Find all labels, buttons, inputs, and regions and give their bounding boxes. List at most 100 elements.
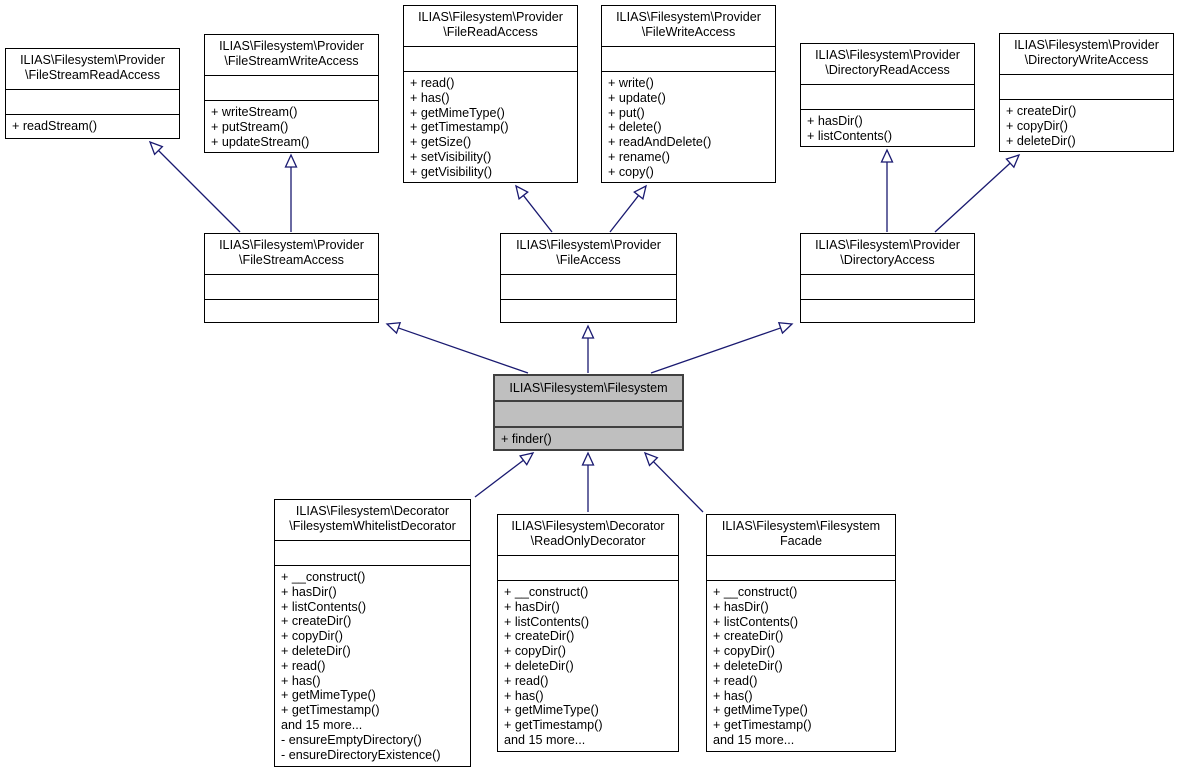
- class-title: ILIAS\Filesystem\Provider \DirectoryAcce…: [801, 234, 974, 275]
- class-operation: + has(): [713, 688, 753, 703]
- class-operation: + setVisibility(): [410, 149, 492, 164]
- class-operation: + hasDir(): [504, 599, 560, 614]
- class-operation: + __construct(): [713, 585, 798, 599]
- hollow-triangle-arrowhead-icon: [581, 451, 595, 466]
- class-operation: + getTimestamp(): [410, 120, 509, 135]
- class-operation: + readAndDelete(): [608, 135, 712, 150]
- class-operation: + copyDir(): [713, 644, 775, 659]
- hollow-triangle-arrowhead-icon: [581, 324, 595, 339]
- class-operation: + hasDir(): [713, 599, 769, 614]
- inheritance-edge-filesystem-to-filestreamaccess: [385, 322, 529, 374]
- class-operation: + getVisibility(): [410, 164, 493, 179]
- class-operation: + read(): [713, 673, 758, 688]
- class-attributes-compartment: [501, 275, 676, 300]
- class-title: ILIAS\Filesystem\Provider \FileStreamAcc…: [205, 234, 378, 275]
- class-operation: and 15 more...: [713, 732, 795, 747]
- class-operation: + has(): [281, 673, 321, 688]
- class-node-directory-access[interactable]: ILIAS\Filesystem\Provider \DirectoryAcce…: [800, 233, 975, 323]
- class-operations-compartment: + writeStream()+ putStream()+ updateStre…: [205, 101, 378, 154]
- inheritance-edge-facade-to-filesystem: [643, 451, 704, 513]
- hollow-triangle-arrowhead-icon: [518, 452, 535, 466]
- class-title: ILIAS\Filesystem\Decorator \ReadOnlyDeco…: [498, 515, 678, 556]
- class-attributes-compartment: [1000, 75, 1173, 100]
- class-operation: - ensureEmptyDirectory(): [281, 732, 422, 747]
- inheritance-edge-readonlydecorator-to-filesystem: [581, 451, 595, 512]
- class-node-directory-read-access[interactable]: ILIAS\Filesystem\Provider \DirectoryRead…: [800, 43, 975, 147]
- class-node-file-read-access[interactable]: ILIAS\Filesystem\Provider \FileReadAcces…: [403, 5, 578, 183]
- class-attributes-compartment: [801, 275, 974, 300]
- class-operation: + deleteDir(): [281, 643, 351, 658]
- inheritance-edge-filesystem-to-directoryaccess: [650, 322, 794, 374]
- class-title: ILIAS\Filesystem\Provider \DirectoryWrit…: [1000, 34, 1173, 75]
- edge-line: [158, 150, 241, 233]
- class-operations-compartment: [801, 300, 974, 319]
- class-attributes-compartment: [404, 47, 577, 72]
- hollow-triangle-arrowhead-icon: [148, 140, 164, 156]
- class-operation: + delete(): [608, 120, 662, 135]
- inheritance-edge-fileaccess-to-filereadaccess: [515, 184, 553, 233]
- class-node-filesystem[interactable]: ILIAS\Filesystem\Filesystem+ finder(): [493, 374, 684, 451]
- inheritance-edge-fileaccess-to-filewriteaccess: [609, 184, 647, 233]
- class-operation: + copy(): [608, 164, 654, 179]
- hollow-triangle-arrowhead-icon: [643, 451, 659, 467]
- class-title: ILIAS\Filesystem\Provider \FileStreamRea…: [6, 49, 179, 90]
- inheritance-edge-directoryaccess-to-directoryreadaccess: [880, 148, 894, 232]
- class-operation: + getMimeType(): [713, 703, 808, 718]
- class-title: ILIAS\Filesystem\Filesystem: [495, 376, 682, 402]
- class-node-filesystem-facade[interactable]: ILIAS\Filesystem\Filesystem Facade+ __co…: [706, 514, 896, 752]
- hollow-triangle-arrowhead-icon: [284, 153, 298, 168]
- class-operations-compartment: + createDir()+ copyDir()+ deleteDir(): [1000, 100, 1173, 153]
- edge-line: [398, 327, 529, 374]
- inheritance-edge-filestreamaccess-to-filestreamreadaccess: [148, 140, 241, 233]
- class-operations-compartment: + read()+ has()+ getMimeType()+ getTimes…: [404, 72, 577, 185]
- class-attributes-compartment: [602, 47, 775, 72]
- class-title: ILIAS\Filesystem\Decorator \FilesystemWh…: [275, 500, 470, 541]
- class-operations-compartment: + __construct()+ hasDir()+ listContents(…: [275, 566, 470, 767]
- class-operation: + listContents(): [807, 128, 893, 143]
- class-node-file-stream-access[interactable]: ILIAS\Filesystem\Provider \FileStreamAcc…: [204, 233, 379, 323]
- edge-line: [934, 162, 1011, 233]
- class-operation: + createDir(): [713, 629, 784, 644]
- class-operation: + has(): [410, 90, 450, 105]
- inheritance-edge-directoryaccess-to-directorywriteaccess: [934, 153, 1021, 233]
- class-node-file-access[interactable]: ILIAS\Filesystem\Provider \FileAccess: [500, 233, 677, 323]
- inheritance-edge-filestreamaccess-to-filestreamwriteaccess: [284, 153, 298, 232]
- class-operation: + putStream(): [211, 119, 289, 134]
- class-attributes-compartment: [707, 556, 895, 581]
- edge-line: [609, 195, 640, 233]
- class-attributes-compartment: [495, 402, 682, 428]
- hollow-triangle-arrowhead-icon: [515, 184, 529, 200]
- class-operation: and 15 more...: [504, 732, 586, 747]
- class-operation: + createDir(): [281, 614, 352, 629]
- class-operation: + update(): [608, 90, 666, 105]
- class-title: ILIAS\Filesystem\Provider \FileStreamWri…: [205, 35, 378, 76]
- class-attributes-compartment: [6, 90, 179, 115]
- class-node-directory-write-access[interactable]: ILIAS\Filesystem\Provider \DirectoryWrit…: [999, 33, 1174, 152]
- class-operation: + getMimeType(): [504, 703, 599, 718]
- hollow-triangle-arrowhead-icon: [385, 322, 402, 335]
- class-node-filesystem-whitelist-decorator[interactable]: ILIAS\Filesystem\Decorator \FilesystemWh…: [274, 499, 471, 767]
- inheritance-edge-whitelistdecorator-to-filesystem: [474, 452, 535, 498]
- class-operation: and 15 more...: [281, 717, 363, 732]
- class-operations-compartment: + readStream(): [6, 115, 179, 139]
- class-node-file-write-access[interactable]: ILIAS\Filesystem\Provider \FileWriteAcce…: [601, 5, 776, 183]
- class-operation: + getSize(): [410, 135, 472, 150]
- class-operation: + __construct(): [281, 570, 366, 584]
- hollow-triangle-arrowhead-icon: [777, 322, 794, 335]
- class-node-file-stream-write-access[interactable]: ILIAS\Filesystem\Provider \FileStreamWri…: [204, 34, 379, 153]
- edge-line: [650, 327, 781, 374]
- class-operations-compartment: + __construct()+ hasDir()+ listContents(…: [498, 581, 678, 753]
- class-operation: + listContents(): [504, 614, 590, 629]
- hollow-triangle-arrowhead-icon: [633, 184, 647, 200]
- class-operation: + getTimestamp(): [281, 703, 380, 718]
- class-operation: + rename(): [608, 149, 670, 164]
- class-node-read-only-decorator[interactable]: ILIAS\Filesystem\Decorator \ReadOnlyDeco…: [497, 514, 679, 752]
- class-operation: + read(): [410, 76, 455, 90]
- edge-line: [652, 461, 704, 513]
- class-node-file-stream-read-access[interactable]: ILIAS\Filesystem\Provider \FileStreamRea…: [5, 48, 180, 139]
- class-operations-compartment: + write()+ update()+ put()+ delete()+ re…: [602, 72, 775, 185]
- class-operation: + deleteDir(): [504, 658, 574, 673]
- class-operation: + write(): [608, 76, 654, 90]
- class-operation: + copyDir(): [504, 644, 566, 659]
